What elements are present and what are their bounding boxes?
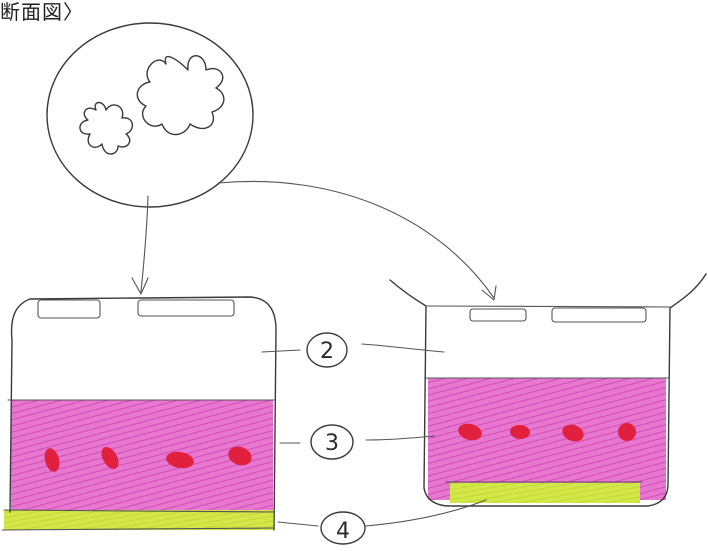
left-lid-pad-2 [138, 300, 234, 316]
flower-shape-small-icon [80, 103, 132, 155]
left-container [2, 297, 276, 530]
label-2-group: 2 [262, 333, 444, 367]
right-yellow-layer [450, 483, 640, 503]
label-3: 3 [325, 431, 339, 456]
right-red-particle-4 [618, 423, 636, 441]
right-container [390, 274, 706, 506]
left-lid-pad-1 [38, 300, 100, 318]
label-3-group: 3 [280, 425, 434, 459]
left-yellow-layer [4, 510, 273, 530]
flower-shape-large-icon [137, 56, 224, 135]
arrow-to-right-container-icon [218, 181, 496, 300]
right-lid-pad-1 [470, 309, 526, 321]
magnified-circle [47, 23, 253, 207]
label-4: 4 [336, 519, 350, 544]
right-lid-pad-2 [552, 308, 646, 322]
arrow-to-left-container-icon [132, 196, 148, 294]
label-2: 2 [320, 339, 334, 364]
